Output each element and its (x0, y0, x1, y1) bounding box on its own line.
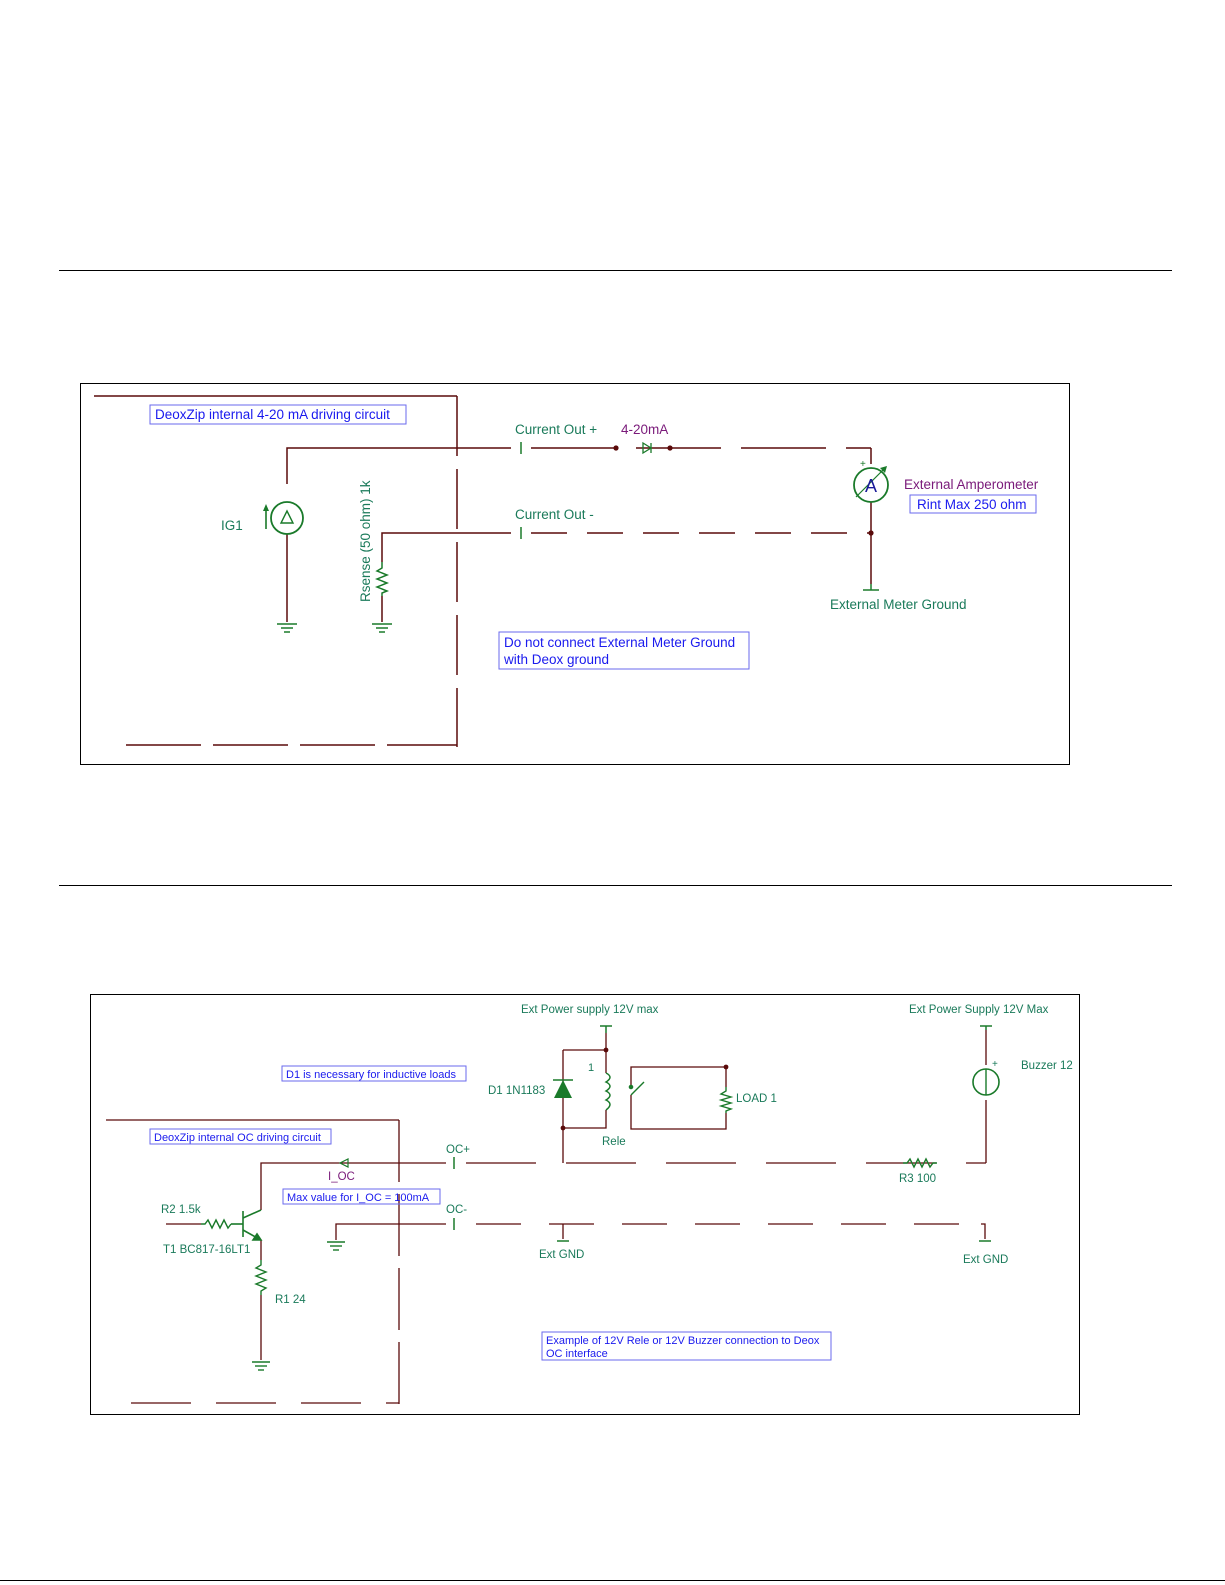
ext-supply-label-2: Ext Power Supply 12V Max (909, 1004, 1049, 1016)
i-oc-label: I_OC (328, 1171, 355, 1183)
title-box-frame (149, 404, 407, 425)
d1-note-frame (281, 1065, 467, 1082)
buzzer-plus-sign: + (992, 1059, 998, 1070)
load-resistor-icon (718, 1087, 734, 1113)
wire-ground-to-oc-minus (335, 1223, 446, 1240)
ammeter-plus-sign: + (860, 459, 866, 470)
buzzer-label: Buzzer 12 (1021, 1060, 1073, 1072)
wire-source-to-out-plus (286, 447, 511, 484)
load-label: LOAD 1 (736, 1093, 777, 1105)
ground-icon-external-meter (863, 584, 879, 591)
ground-label: External Meter Ground (830, 597, 967, 612)
transistor-icon (231, 1209, 263, 1241)
section-divider-middle (59, 885, 1172, 886)
page-bottom-rule (0, 1580, 1225, 1581)
ext-supply-label-1: Ext Power supply 12V max (521, 1004, 659, 1016)
current-arrow-icon (613, 441, 673, 455)
title-box-text: DeoxZip internal OC driving circuit (154, 1132, 321, 1144)
relay-pin-label: 1 (588, 1062, 594, 1074)
ammeter-symbol: A (865, 476, 877, 496)
rint-box-text: Rint Max 250 ohm (917, 497, 1027, 512)
wire-ext-gnd-2 (981, 1223, 986, 1239)
relay-label: Rele (602, 1136, 626, 1148)
diode-label: D1 1N1183 (488, 1085, 545, 1097)
wire-collector-to-oc-plus (260, 1162, 446, 1210)
r3-label: R3 100 (899, 1173, 936, 1185)
diode-icon (553, 1079, 573, 1098)
junction-dot-2 (560, 1125, 566, 1131)
figure-4-20ma-circuit: A + DeoxZip internal 4-20 mA driving cir… (80, 383, 1070, 765)
ground-icon-internal (327, 1241, 345, 1251)
wire-rsense-to-out-minus (381, 532, 511, 562)
current-out-plus-label: Current Out + (515, 422, 597, 437)
max-value-frame (282, 1188, 441, 1205)
wire-relay-bottom (563, 1110, 607, 1129)
figure-oc-circuit: Ext Power supply 12V max Ext Power Suppl… (90, 994, 1080, 1415)
title-box-text: DeoxZip internal 4-20 mA driving circuit (155, 407, 390, 422)
source-label: IG1 (221, 518, 243, 533)
title-box-frame (149, 1128, 332, 1145)
resistor-r3-icon (903, 1157, 937, 1169)
d1-note: D1 is necessary for inductive loads (286, 1069, 456, 1081)
section-divider-top (59, 270, 1172, 271)
wire-load-bottom (630, 1095, 727, 1130)
oc-minus-label: OC- (446, 1204, 467, 1216)
junction-dot (868, 530, 874, 536)
current-range-label: 4-20mA (621, 422, 668, 437)
relay-coil-icon (604, 1072, 611, 1111)
example-note-line2: OC interface (546, 1348, 608, 1360)
example-note-line1: Example of 12V Rele or 12V Buzzer connec… (546, 1335, 820, 1347)
ground-icon-emitter (252, 1361, 270, 1371)
wire-load-top (630, 1066, 727, 1087)
r2-label: R2 1.5k (161, 1204, 201, 1216)
warning-note-frame (498, 631, 750, 670)
junction-dot-1 (603, 1047, 609, 1053)
r1-label: R1 24 (275, 1294, 306, 1306)
ammeter-label: External Amperometer (904, 477, 1039, 492)
current-source-icon (263, 501, 304, 535)
schematic-4-20ma: A + DeoxZip internal 4-20 mA driving cir… (94, 395, 1039, 747)
rsense-label: Rsense (50 ohm) 1k (358, 480, 373, 602)
warning-note-line1: Do not connect External Meter Ground (504, 635, 735, 650)
current-arrow-icon (338, 1158, 349, 1168)
junction-dot-3 (723, 1064, 729, 1070)
example-note-frame (541, 1331, 832, 1361)
current-out-minus-label: Current Out - (515, 507, 594, 522)
ext-gnd-label-1: Ext GND (539, 1249, 584, 1261)
resistor-r2-icon (201, 1218, 232, 1230)
warning-note-line2: with Deox ground (503, 652, 609, 667)
ext-gnd-label-2: Ext GND (963, 1254, 1008, 1266)
rint-box-frame (909, 494, 1037, 514)
oc-plus-label: OC+ (446, 1144, 470, 1156)
resistor-r1-icon (254, 1260, 268, 1295)
max-value-text: Max value for I_OC = 100mA (287, 1192, 430, 1204)
schematic-oc-interface: Ext Power supply 12V max Ext Power Suppl… (106, 1004, 1073, 1405)
resistor-rsense-icon (374, 562, 390, 596)
t1-label: T1 BC817-16LT1 (163, 1244, 250, 1256)
relay-switch-icon (628, 1081, 645, 1096)
ground-icon-ig1 (277, 623, 297, 633)
ammeter-icon (853, 466, 889, 503)
ground-icon-rsense (372, 623, 392, 633)
